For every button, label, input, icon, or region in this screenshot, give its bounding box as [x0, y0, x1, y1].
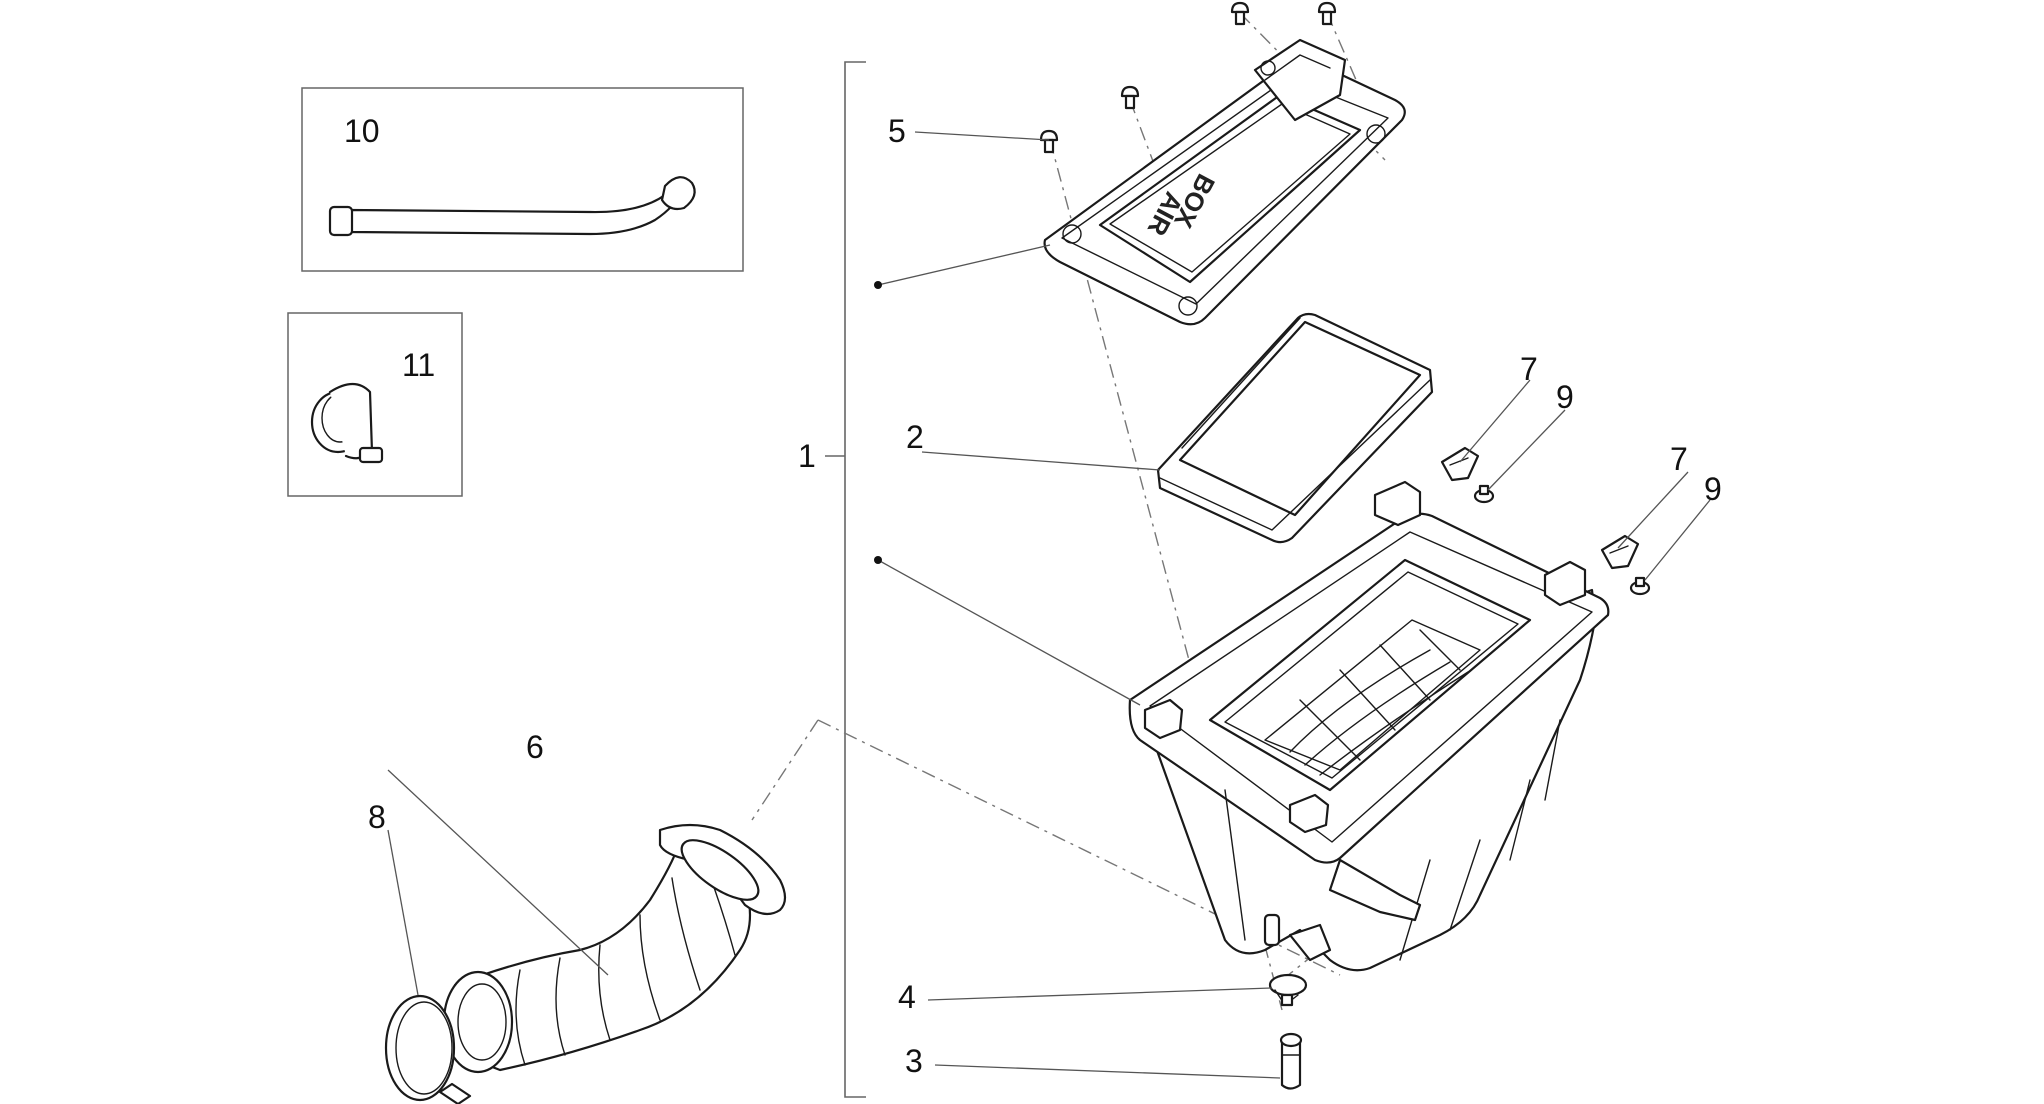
callout-11: 11	[402, 347, 435, 383]
kit-frame-11	[287, 312, 463, 497]
callout-9-lower: 9	[1704, 471, 1722, 507]
callout-3: 3	[905, 1043, 923, 1079]
drain-plug-part-3	[1279, 1032, 1303, 1090]
screw-9-lower	[1629, 576, 1651, 596]
callout-6: 6	[526, 729, 544, 765]
air-box-body	[1128, 480, 1610, 972]
callout-2: 2	[906, 419, 924, 455]
spring-clamp-part-8	[384, 994, 472, 1104]
air-box-cover: AIR BOX	[1043, 38, 1406, 326]
spring-clamp-part-11	[310, 382, 384, 464]
callout-4: 4	[898, 979, 916, 1015]
callout-7-lower: 7	[1670, 441, 1688, 477]
breather-hose-part-10	[328, 176, 696, 237]
intake-duct-part-6	[442, 823, 787, 1074]
leader-lines	[387, 131, 1711, 1079]
callout-7-upper: 7	[1520, 351, 1538, 387]
callout-1: 1	[798, 438, 816, 474]
hose-clamp-part-4	[1268, 973, 1308, 1007]
callout-5: 5	[888, 113, 906, 149]
callout-10: 10	[344, 113, 380, 149]
air-filter-part-2	[1156, 312, 1434, 544]
kit-frame-10	[301, 87, 744, 272]
assembly-bracket	[844, 61, 866, 1098]
callout-9-upper: 9	[1556, 379, 1574, 415]
clip-7-upper	[1440, 446, 1480, 482]
clip-7-lower	[1600, 534, 1640, 570]
callout-8: 8	[368, 799, 386, 835]
